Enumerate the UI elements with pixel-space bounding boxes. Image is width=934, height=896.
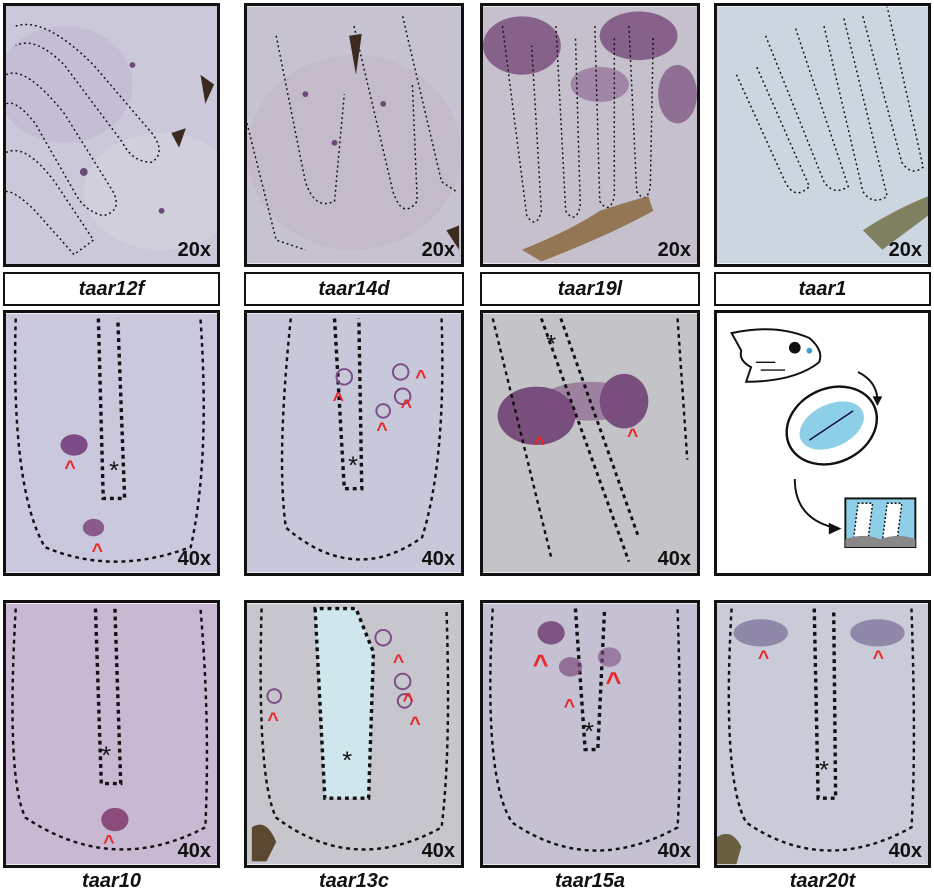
micrograph-taar19l-40x: * ^ ^ 40x: [480, 310, 700, 576]
arrowhead: ^: [401, 396, 412, 418]
arrowhead: ^: [606, 666, 622, 697]
tissue-image: [247, 6, 461, 264]
micrograph-taar20t-40x: * ^ ^ 40x: [714, 600, 931, 868]
micrograph-taar15a-40x: * ^ ^ ^ 40x: [480, 600, 700, 868]
magnification-label: 40x: [177, 840, 211, 862]
magnification-label: 20x: [888, 239, 922, 261]
gene-label-taar10: taar10: [82, 870, 141, 892]
arrowhead: ^: [533, 649, 549, 680]
gene-label-taar14d: taar14d: [244, 272, 464, 306]
arrowhead: ^: [92, 540, 103, 562]
gene-label-taar13c: taar13c: [318, 870, 390, 892]
magnification-label: 40x: [657, 840, 691, 862]
arrowhead: ^: [758, 647, 769, 669]
tissue-image: * ^: [6, 603, 217, 865]
tissue-image: * ^ ^: [6, 313, 217, 573]
lumen-asterisk: *: [584, 718, 594, 746]
magnification-label: 40x: [177, 548, 211, 570]
gene-label-taar15a: taar15a: [554, 870, 626, 892]
micrograph-taar14d-20x: 20x: [244, 3, 464, 267]
micrograph-taar12f-40x: * ^ ^ 40x: [3, 310, 220, 576]
tissue-image: [6, 6, 217, 264]
tissue-image: * ^ ^: [717, 603, 928, 865]
arrowhead: ^: [267, 709, 278, 731]
arrowhead: ^: [409, 713, 420, 735]
micrograph-taar14d-40x: * ^ ^ ^ ^ 40x: [244, 310, 464, 576]
arrowhead: ^: [403, 690, 414, 712]
lumen-asterisk: *: [819, 757, 829, 785]
magnification-label: 40x: [421, 548, 455, 570]
tissue-image: [717, 6, 928, 264]
schematic-diagram: [714, 310, 931, 576]
tissue-image: * ^ ^: [483, 313, 697, 573]
micrograph-taar1-20x: 20x: [714, 3, 931, 267]
arrowhead: ^: [873, 647, 884, 669]
tissue-image: * ^ ^ ^ ^: [247, 313, 461, 573]
gene-label-taar20t: taar20t: [789, 870, 856, 892]
lumen-asterisk: *: [546, 331, 556, 359]
arrowhead: ^: [415, 367, 426, 389]
micrograph-taar12f-20x: 20x: [3, 3, 220, 267]
gene-label-taar19l: taar19l: [480, 272, 700, 306]
lumen-asterisk: *: [348, 452, 358, 480]
magnification-label: 40x: [421, 840, 455, 862]
arrowhead: ^: [627, 425, 638, 447]
micrograph-taar13c-40x: * ^ ^ ^ ^ 40x: [244, 600, 464, 868]
arrowhead: ^: [564, 696, 575, 718]
tissue-image: * ^ ^ ^: [483, 603, 697, 865]
lumen-asterisk: *: [109, 457, 119, 485]
magnification-label: 20x: [177, 239, 211, 261]
arrowhead: ^: [333, 389, 344, 411]
magnification-label: 40x: [657, 548, 691, 570]
fish-olfactory-schematic: [730, 328, 917, 549]
fish-head-icon: [730, 328, 822, 383]
tissue-image: [483, 6, 697, 264]
magnification-label: 20x: [421, 239, 455, 261]
micrograph-taar19l-20x: 20x: [480, 3, 700, 267]
lumen-asterisk: *: [101, 742, 111, 770]
arrowhead: ^: [534, 433, 545, 455]
lumen-asterisk: *: [342, 747, 352, 775]
magnification-label: 40x: [888, 840, 922, 862]
gene-label-taar1: taar1: [714, 272, 931, 306]
arrowhead: ^: [376, 419, 387, 441]
arrowhead: ^: [103, 832, 114, 854]
arrowhead: ^: [64, 457, 75, 479]
micrograph-taar10-40x: * ^ 40x: [3, 600, 220, 868]
arrowhead: ^: [393, 651, 404, 673]
gene-label-taar12f: taar12f: [3, 272, 220, 306]
magnification-label: 20x: [657, 239, 691, 261]
tissue-image: * ^ ^ ^ ^: [247, 603, 461, 865]
